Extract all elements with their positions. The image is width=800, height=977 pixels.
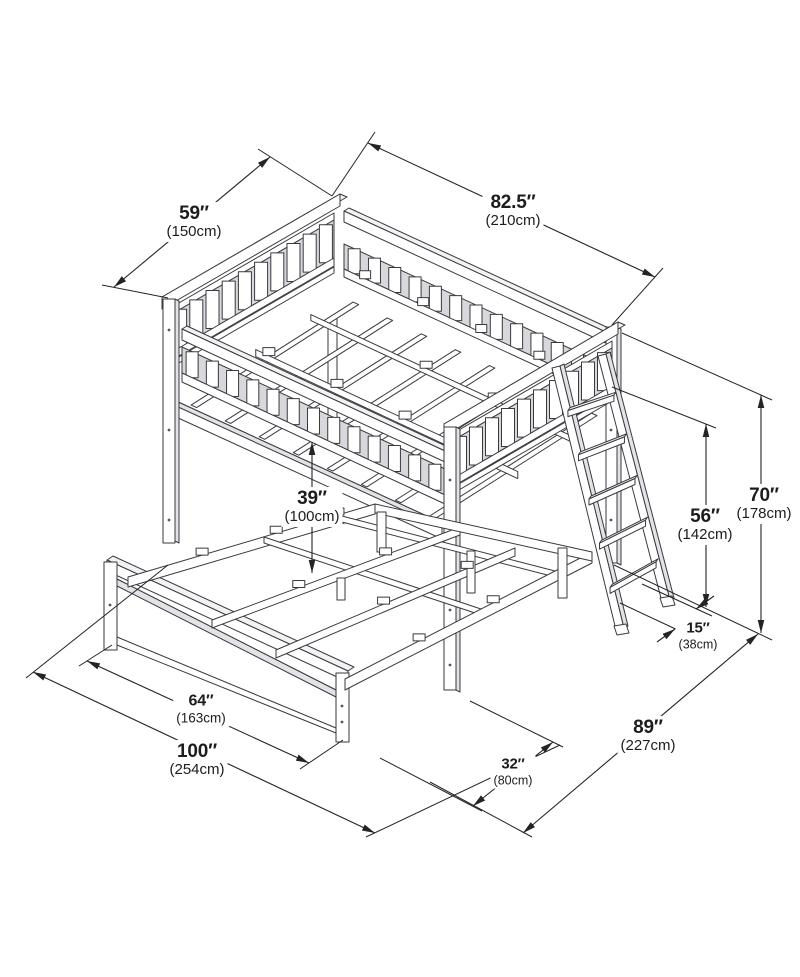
dim-value-inches: 15″ xyxy=(686,619,710,637)
dim-label-upper-bed-width: 59″ (150cm) xyxy=(163,201,225,243)
dim-label-overall-width: 100″ (254cm) xyxy=(166,739,228,781)
bed-structure xyxy=(103,193,676,743)
dim-value-metric: (80cm) xyxy=(493,773,533,788)
dim-value-inches: 89″ xyxy=(633,716,663,738)
dim-value-inches: 70″ xyxy=(749,484,779,506)
dim-label-rail-height: 56″ (142cm) xyxy=(674,504,736,546)
dim-label-upper-bed-length: 82.5″ (210cm) xyxy=(482,190,544,232)
dim-value-inches: 82.5″ xyxy=(490,191,536,213)
dim-value-metric: (254cm) xyxy=(169,761,225,779)
dim-label-under-clearance: 39″ (100cm) xyxy=(281,486,343,528)
dim-value-metric: (150cm) xyxy=(166,223,222,241)
dim-value-inches: 39″ xyxy=(297,487,327,509)
dim-label-lower-bed-width: 64″ (163cm) xyxy=(173,691,229,727)
dim-value-metric: (210cm) xyxy=(485,212,541,230)
dim-label-overall-depth: 89″ (227cm) xyxy=(617,715,679,757)
dim-value-inches: 64″ xyxy=(188,692,214,710)
dim-value-metric: (100cm) xyxy=(284,508,340,526)
dim-value-inches: 56″ xyxy=(690,505,720,527)
dim-value-metric: (163cm) xyxy=(176,710,226,726)
dim-value-metric: (38cm) xyxy=(678,637,718,652)
dim-value-metric: (227cm) xyxy=(620,737,676,755)
dim-value-inches: 32″ xyxy=(501,755,525,773)
dim-label-ladder-offset: 15″ (38cm) xyxy=(675,619,721,653)
dim-value-inches: 100″ xyxy=(176,740,218,762)
dim-label-overall-height: 70″ (178cm) xyxy=(733,483,795,525)
dim-value-inches: 59″ xyxy=(179,202,209,224)
dim-value-metric: (142cm) xyxy=(677,526,733,544)
dim-label-side-offset: 32″ (80cm) xyxy=(490,755,536,789)
dim-value-metric: (178cm) xyxy=(736,505,792,523)
